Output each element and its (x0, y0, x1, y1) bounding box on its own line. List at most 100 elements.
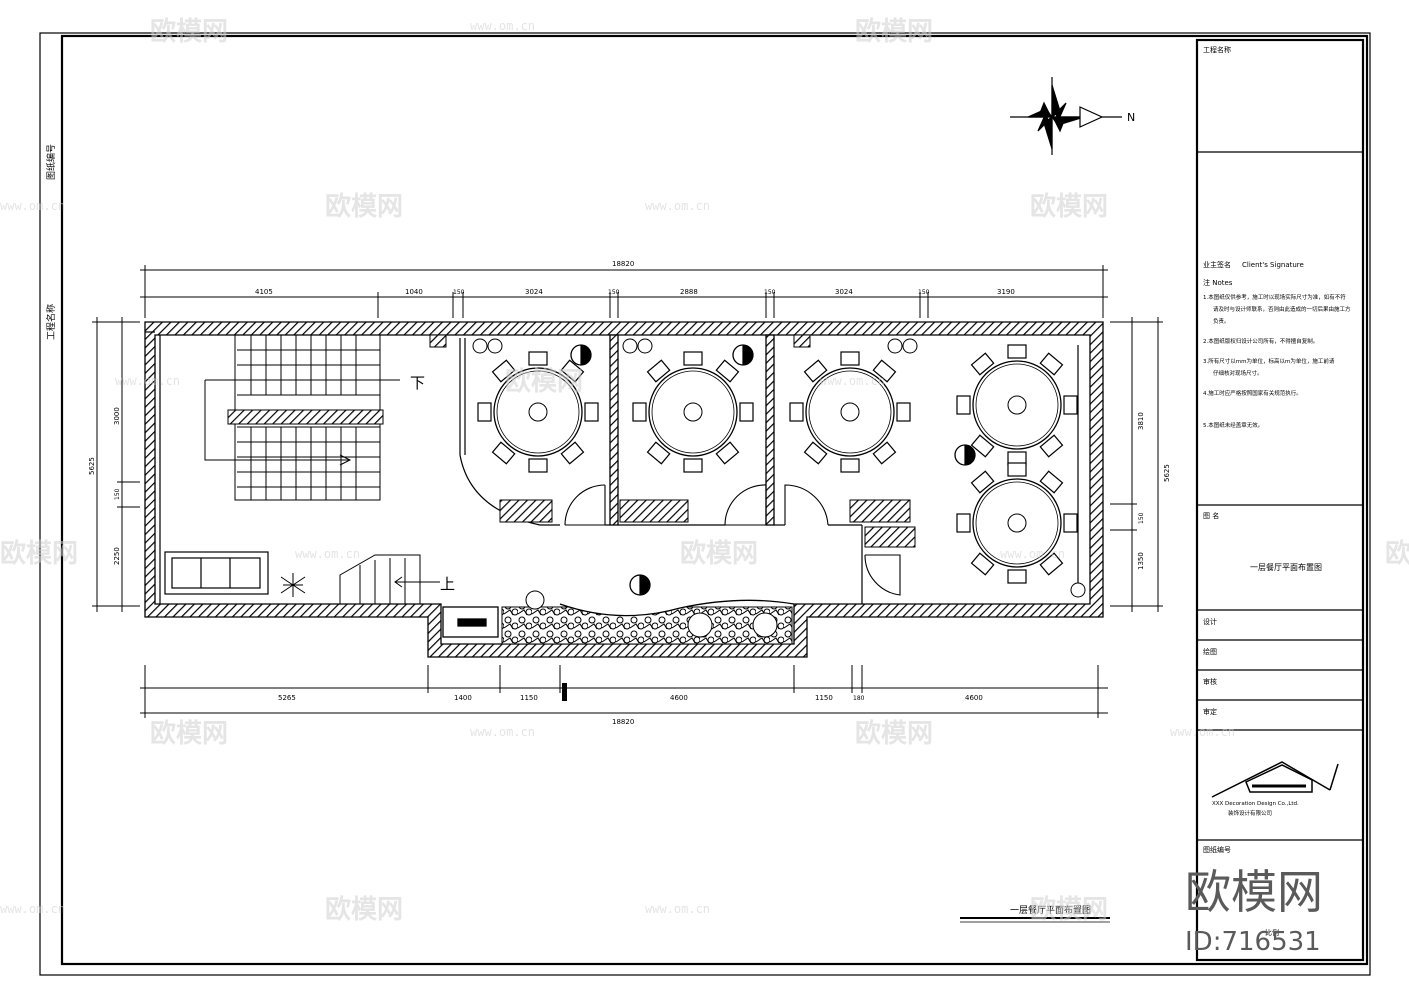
check-label: 审核 (1203, 677, 1217, 686)
stair-up-label: 上 (440, 575, 455, 593)
watermark-brand: 欧模网 (325, 191, 403, 222)
watermark-url: www.om.cn (0, 199, 65, 213)
company-logo-icon (1211, 761, 1339, 798)
watermark-brand-large: 欧模网 (1185, 865, 1323, 919)
dim-left: 3000 (113, 407, 121, 425)
dim-bottom: 1150 (520, 694, 538, 702)
dimension-lines (92, 265, 1163, 718)
scale-label: 比例 (1265, 928, 1279, 937)
dim-top: 3190 (997, 288, 1015, 296)
watermark-url: www.om.cn (470, 725, 535, 739)
watermark-url: www.om.cn (115, 374, 180, 388)
watermark-brand: 欧模网 (150, 16, 228, 47)
round-table-room-4 (956, 344, 1078, 466)
dim-top: 4105 (255, 288, 273, 296)
staircase (204, 334, 440, 604)
dim-top: 150 (918, 289, 930, 296)
draw-label: 绘图 (1203, 647, 1217, 656)
note-line: 3.所有尺寸以mm为单位，标高以m为单位，施工前请 (1203, 357, 1335, 365)
watermark-url: www.om.cn (0, 902, 65, 916)
drawing-number-label: 图纸编号 (1203, 845, 1231, 854)
note-line: 1.本图纸仅供参考，施工时以现场实际尺寸为准，如有不符 (1203, 293, 1346, 301)
dim-right: 1350 (1137, 552, 1145, 570)
design-label: 设计 (1203, 617, 1217, 626)
watermark-brand: 欧模网 (0, 538, 78, 569)
north-arrow-icon (1010, 77, 1122, 155)
dim-top: 150 (764, 289, 776, 296)
watermark-brand: 欧模网 (505, 366, 583, 397)
approve-label: 审定 (1203, 707, 1217, 716)
dim-bottom: 180 (853, 695, 865, 702)
note-line: 仔细核对现场尺寸。 (1213, 369, 1263, 377)
dim-left: 2250 (113, 547, 121, 565)
partition-walls (609, 334, 775, 526)
watermark-brand: 欧模网 (1385, 538, 1409, 569)
dim-top: 150 (453, 289, 465, 296)
sofa (164, 551, 269, 595)
decor-plants (472, 338, 1086, 598)
stair-down-label: 下 (410, 374, 425, 392)
project-label: 工程名称 (1203, 45, 1231, 54)
dim-bottom: 5265 (278, 694, 296, 702)
watermark-brand: 欧模网 (1030, 191, 1108, 222)
sheet-inner-frame (60, 34, 1369, 966)
dim-right: 150 (1138, 512, 1145, 524)
drawing-name-label: 图 名 (1203, 511, 1219, 520)
left-strip: 图纸编号 工程名称 (45, 144, 57, 340)
round-table-room-2 (632, 351, 754, 473)
potted-plant-icon (280, 573, 306, 597)
section-marker-icon (732, 344, 754, 366)
planter-bed (501, 590, 795, 645)
door-swings (564, 484, 901, 596)
watermark-layer: 欧模网 欧模网 www.om.cn 欧模网 欧模网 www.om.cn www.… (0, 16, 1409, 925)
section-marker-icon (629, 574, 651, 596)
watermark-brand: 欧模网 (325, 894, 403, 925)
dim-total-bottom: 18820 (612, 718, 634, 726)
notes-title: 注 Notes (1203, 278, 1233, 287)
note-line: 4.施工时应严格按照国家有关规范执行。 (1203, 389, 1302, 397)
north-label: N (1127, 111, 1135, 124)
dim-top: 1040 (405, 288, 423, 296)
watermark-brand: 欧模网 (150, 718, 228, 749)
watermark-url: www.om.cn (1000, 547, 1065, 561)
dim-right: 3810 (1137, 412, 1145, 430)
dim-bottom: 4600 (670, 694, 688, 702)
dim-top: 3024 (525, 288, 543, 296)
watermark-url: www.om.cn (1170, 725, 1235, 739)
dimension-ticks (562, 683, 567, 701)
reception-desk (442, 606, 499, 638)
dim-top: 150 (608, 289, 620, 296)
dim-top: 2888 (680, 288, 698, 296)
watermark-brand: 欧模网 (855, 718, 933, 749)
title-block-grid (1197, 151, 1363, 841)
drawing-name: 一层餐厅平面布置图 (1250, 562, 1322, 572)
dim-top: 3024 (835, 288, 853, 296)
dim-bottom: 4600 (965, 694, 983, 702)
dim-total-top: 18820 (612, 260, 634, 268)
plan-title: 一层餐厅平面布置图 (1010, 904, 1091, 916)
title-block-text: 工程名称 业主签名 Client's Signature 注 Notes 1.本… (1203, 45, 1351, 937)
note-line: 5.本图纸未经盖章无效。 (1203, 421, 1263, 429)
note-line: 负责。 (1213, 317, 1230, 325)
section-marker-icon (954, 444, 976, 466)
dim-right-total: 5625 (1163, 464, 1171, 482)
dim-bottom: 1400 (454, 694, 472, 702)
round-table-room-3 (789, 351, 911, 473)
dim-left-total: 5625 (88, 457, 96, 475)
watermark-url: www.om.cn (470, 19, 535, 33)
watermark-id: ID:716531 (1185, 927, 1321, 957)
round-table-room-5 (956, 462, 1078, 584)
left-strip-label: 图纸编号 (45, 144, 57, 180)
dimension-text: 18820 4105 1040 150 3024 150 2888 150 30… (88, 260, 1171, 726)
section-marker-icon (570, 344, 592, 366)
company-name: XXX Decoration Design Co.,Ltd. (1212, 801, 1299, 807)
watermark-brand: 欧模网 (680, 538, 758, 569)
owner-signature-label: Client's Signature (1242, 261, 1304, 269)
watermark-url: www.om.cn (645, 902, 710, 916)
left-strip-label: 工程名称 (45, 304, 57, 340)
company-name-cn: 装饰设计有限公司 (1228, 809, 1272, 817)
dim-bottom: 1150 (815, 694, 833, 702)
note-line: 2.本图纸版权归设计公司所有，不得擅自复制。 (1203, 337, 1318, 345)
watermark-brand: 欧模网 (1030, 894, 1108, 925)
